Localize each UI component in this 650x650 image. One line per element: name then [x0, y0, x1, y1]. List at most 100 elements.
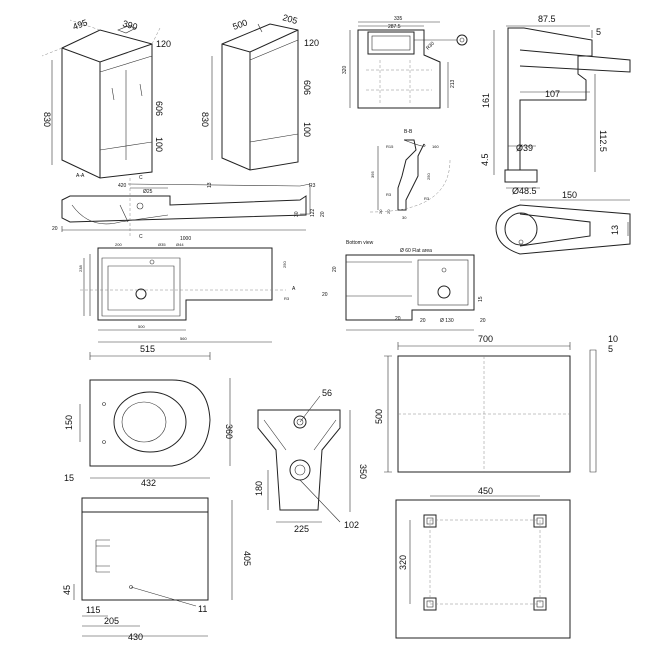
- wc-front-180: 180: [254, 481, 264, 496]
- vanity-depth-500: 500: [231, 17, 249, 32]
- section-aa-c-top: C: [139, 175, 143, 181]
- section-bb-20b: 20: [386, 209, 391, 214]
- wc-front-view: 56 350 180 225 102: [254, 388, 368, 534]
- bottom-view-20c: 20: [395, 316, 401, 322]
- tap-spout-107: 107: [545, 89, 560, 99]
- wc-front-225: 225: [294, 524, 309, 534]
- wc-front-350: 350: [358, 464, 368, 479]
- section-bb-20a: 20: [378, 209, 383, 214]
- basin-width-287: 287.5: [388, 24, 401, 30]
- wc-side-115: 115: [86, 605, 100, 615]
- section-aa-13: 13: [207, 182, 213, 188]
- section-aa-122: 122: [310, 208, 316, 217]
- bottom-view-15: 15: [478, 296, 484, 302]
- wc-side-11: 11: [198, 604, 207, 614]
- mirror: 700 500 10 5: [374, 334, 618, 473]
- vanity-side-top-120: 120: [304, 38, 319, 48]
- basin-radius-r30: R30: [425, 41, 436, 52]
- vanity-width-495: 495: [71, 17, 89, 32]
- bottom-view-flat-area: Ø 60 Flat area: [400, 248, 432, 254]
- section-bb-r15: R15: [386, 144, 394, 149]
- basin-width-335: 335: [394, 16, 403, 22]
- section-bb-250: 250: [426, 173, 431, 180]
- bottom-view-20b: 20: [322, 292, 328, 298]
- section-bb-395: 395: [370, 171, 375, 178]
- tap-side-view: 87.5 5 161 107 112.5 Ø39 Ø48.5 4.5: [480, 14, 631, 196]
- vanity-depth-205: 205: [281, 12, 298, 26]
- section-aa-label: A-A: [76, 173, 85, 179]
- wc-front-102: 102: [344, 520, 359, 530]
- vanity-front-view: 495 390 120 606 100 830: [41, 17, 171, 179]
- section-aa-20: 20: [52, 226, 58, 232]
- mirror-width-700: 700: [478, 334, 493, 344]
- vanity-top-120: 120: [156, 39, 171, 49]
- section-aa-20b: 20: [320, 211, 326, 217]
- section-bb-r3b: R3: [424, 196, 430, 201]
- tap-top-13: 13: [610, 225, 620, 235]
- mirror-t-10: 10: [608, 334, 618, 344]
- cistern-height-320: 320: [398, 555, 408, 570]
- basin-plan-560: 560: [180, 336, 187, 341]
- bottom-view: Bottom view Ø 60 Flat area 20 20 15 20 2…: [322, 240, 486, 331]
- section-a-a: A-A C C 420 Ø25 13 R3 20 30 122 20: [52, 173, 326, 240]
- basin-plan-1000: 1000: [180, 236, 191, 242]
- tap-b-4-5: 4.5: [480, 153, 490, 166]
- wc-top-150: 150: [64, 415, 74, 430]
- tap-width-87-5: 87.5: [538, 14, 556, 24]
- section-aa-dia25: Ø25: [143, 189, 153, 195]
- vanity-side-bot-100: 100: [302, 122, 312, 137]
- bottom-view-20d: 20: [420, 318, 426, 324]
- basin-depth-320: 320: [342, 65, 348, 74]
- basin-plan-238: 238: [78, 265, 83, 272]
- section-aa-30: 30: [294, 211, 300, 217]
- wc-top-432: 432: [141, 478, 156, 488]
- section-bb-label: B-B: [404, 129, 413, 135]
- bottom-view-20e: 20: [480, 318, 486, 324]
- mirror-t-5: 5: [608, 344, 613, 354]
- basin-top-view: 335 287.5 320 R30 213: [342, 16, 468, 109]
- vanity-side-height-830: 830: [200, 112, 210, 127]
- wc-side-405: 405: [242, 551, 252, 566]
- cistern-panel: 450 320: [395, 486, 571, 639]
- vanity-width-390: 390: [121, 18, 138, 32]
- wc-top-360: 360: [224, 424, 234, 439]
- basin-plan-view: 1000 200 Ø35 Ø44 238 250 500 R3 560 A: [78, 236, 296, 343]
- section-aa-420: 420: [118, 183, 127, 189]
- basin-plan-200: 200: [115, 242, 122, 247]
- wc-side-45: 45: [62, 585, 72, 595]
- cistern-width-450: 450: [478, 486, 493, 496]
- vanity-side-mid-606: 606: [302, 80, 312, 95]
- wc-side-view: 405 45 115 205 430 11: [62, 497, 252, 642]
- basin-plan-dia35: Ø35: [158, 242, 166, 247]
- section-b-b: B-B R15 160 395 R3 20 20 30 250 R3: [369, 129, 451, 220]
- section-bb-160: 160: [432, 144, 439, 149]
- wc-top-view: 515 360 150 432 15: [64, 344, 234, 488]
- tap-t-5: 5: [596, 27, 601, 37]
- basin-plan-a: A: [292, 286, 296, 292]
- basin-depth-213: 213: [450, 79, 456, 88]
- basin-plan-500: 500: [138, 324, 145, 329]
- tap-depth-112-5: 112.5: [598, 130, 608, 152]
- wc-front-56: 56: [322, 388, 332, 398]
- section-aa-c-bot: C: [139, 234, 143, 240]
- vanity-side-view: 500 205 120 606 100 830: [200, 12, 319, 171]
- tap-top-view: 150 13: [495, 190, 631, 255]
- bottom-view-title: Bottom view: [346, 240, 374, 246]
- basin-plan-r3: R3: [284, 296, 290, 301]
- section-bb-r3: R3: [386, 192, 392, 197]
- bottom-view-dia130: Ø 130: [440, 318, 454, 324]
- tap-top-width-150: 150: [562, 190, 577, 200]
- vanity-mid-606: 606: [154, 101, 164, 116]
- section-bb-30: 30: [402, 215, 407, 220]
- wc-top-15: 15: [64, 473, 74, 483]
- vanity-bot-100: 100: [154, 137, 164, 152]
- wc-side-430: 430: [128, 632, 143, 642]
- section-aa-r3: R3: [309, 183, 316, 189]
- basin-plan-250: 250: [282, 261, 287, 268]
- basin-plan-dia44: Ø44: [176, 242, 184, 247]
- vanity-height-830: 830: [42, 112, 52, 127]
- tap-dia-39: Ø39: [516, 143, 533, 153]
- tap-base-48-5: Ø48.5: [512, 186, 537, 196]
